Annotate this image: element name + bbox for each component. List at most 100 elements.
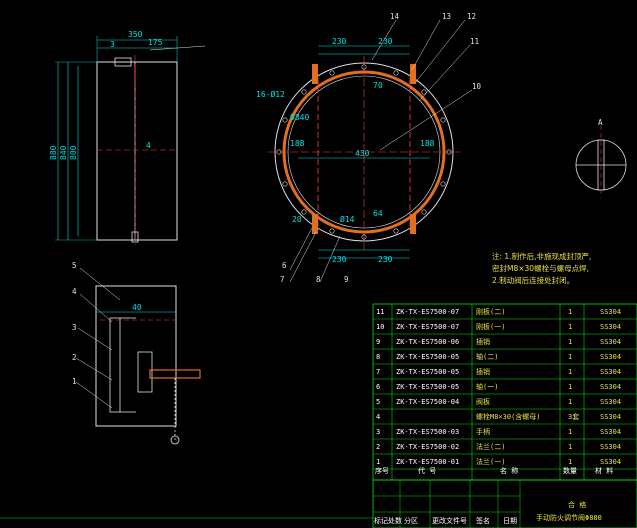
bom-cell-code: ZK-TX-ES7500-01 bbox=[396, 458, 459, 466]
circular-flange-view: 230 230 16-Ø12 Ø840 70 188 430 188 Ø14 6… bbox=[256, 12, 482, 284]
bom-header-name: 名 称 bbox=[500, 466, 518, 475]
bom-cell-code: ZK-TX-ES7500-06 bbox=[396, 338, 459, 346]
bom-cell-mat: SS304 bbox=[600, 428, 621, 436]
bom-header-code: 代 号 bbox=[418, 466, 436, 475]
dim-230-bottom-a: 230 bbox=[332, 255, 347, 264]
callout-detail-3: 3 bbox=[72, 323, 77, 332]
bom-cell-code: ZK-TX-ES7500-05 bbox=[396, 353, 459, 361]
bom-cell-code: ZK-TX-ES7500-05 bbox=[396, 368, 459, 376]
bom-cell-no: 3 bbox=[376, 428, 380, 436]
sign-mark: 标记处数 bbox=[374, 516, 402, 525]
bom-cell-no: 10 bbox=[376, 323, 384, 331]
bom-header-no: 序号 bbox=[375, 466, 389, 475]
dim-230-bottom-b: 230 bbox=[378, 255, 393, 264]
bom-cell-mat: SS304 bbox=[600, 398, 621, 406]
bom-cell-qty: 1 bbox=[568, 353, 572, 361]
bom-header-mat: 材 料 bbox=[595, 466, 613, 475]
dim-188-left: 188 bbox=[290, 139, 305, 148]
bom-cell-qty: 3套 bbox=[568, 412, 579, 421]
note-line-1: 注: 1.制作后,非施现成封顶严, bbox=[492, 251, 591, 261]
bom-cell-name: 插销 bbox=[476, 367, 490, 376]
callout-9: 9 bbox=[344, 275, 349, 284]
note-line-2: 密封M8×30螺栓与螺母点焊, bbox=[492, 263, 589, 273]
dim-holes-16-d12: 16-Ø12 bbox=[256, 89, 285, 99]
callout-13: 13 bbox=[442, 12, 451, 21]
dim-flange-3: 3 bbox=[110, 40, 115, 49]
dim-70: 70 bbox=[373, 81, 383, 90]
callout-14: 14 bbox=[390, 12, 400, 21]
note-line-3: 2.制动阀后连接处封闭。 bbox=[492, 275, 574, 285]
dim-height-840: 840 bbox=[59, 145, 68, 160]
bom-cell-qty: 1 bbox=[568, 308, 572, 316]
dim-half-175: 175 bbox=[148, 38, 163, 47]
bom-cell-qty: 1 bbox=[568, 398, 572, 406]
callout-10: 10 bbox=[472, 82, 482, 91]
bom-cell-qty: 1 bbox=[568, 428, 572, 436]
dim-64: 64 bbox=[373, 209, 383, 218]
dim-d14: Ø14 bbox=[340, 214, 355, 224]
dim-height-800: 800 bbox=[69, 145, 78, 160]
dim-width-350: 350 bbox=[128, 30, 143, 39]
bom-cell-name: 轴(一) bbox=[476, 382, 498, 391]
bom-cell-no: 2 bbox=[376, 443, 380, 451]
callout-detail-4: 4 bbox=[72, 287, 77, 296]
bom-cell-no: 11 bbox=[376, 308, 384, 316]
callout-8: 8 bbox=[316, 275, 321, 284]
bom-cell-no: 9 bbox=[376, 338, 380, 346]
dim-detail-40: 40 bbox=[132, 303, 142, 312]
bom-cell-code: ZK-TX-ES7500-07 bbox=[396, 323, 459, 331]
notes: 注: 1.制作后,非施现成封顶严, 密封M8×30螺栓与螺母点焊, 2.制动阀后… bbox=[492, 251, 591, 285]
sign-zone: 分区 bbox=[404, 516, 418, 525]
damper-body-side bbox=[96, 61, 178, 241]
bom-cell-name: 刚板(一) bbox=[476, 322, 505, 331]
callout-11: 11 bbox=[470, 37, 479, 46]
dim-230-top-b: 230 bbox=[378, 37, 393, 46]
bom-cell-name: 轴(二) bbox=[476, 352, 498, 361]
bom-cell-mat: SS304 bbox=[600, 338, 621, 346]
bom-cell-code: ZK-TX-ES7500-02 bbox=[396, 443, 459, 451]
dim-plate-4: 4 bbox=[146, 141, 151, 150]
dim-d840: Ø840 bbox=[290, 112, 309, 122]
bom-cell-no: 1 bbox=[376, 458, 380, 466]
bom-cell-qty: 1 bbox=[568, 368, 572, 376]
bom-cell-code: ZK-TX-ES7500-05 bbox=[396, 383, 459, 391]
callout-detail-1: 1 bbox=[72, 377, 77, 386]
bom-cell-mat: SS304 bbox=[600, 413, 621, 421]
bom-cell-mat: SS304 bbox=[600, 353, 621, 361]
sign-date: 日期 bbox=[503, 517, 517, 525]
title-drawing-name: 手动防火调节阀Φ880 bbox=[536, 513, 602, 522]
callout-detail-2: 2 bbox=[72, 353, 77, 362]
bom-cell-code: ZK-TX-ES7500-03 bbox=[396, 428, 459, 436]
sign-sign: 签名 bbox=[476, 516, 490, 525]
bom-cell-name: 法兰(一) bbox=[476, 457, 505, 466]
bom-cell-mat: SS304 bbox=[600, 368, 621, 376]
bom-cell-no: 4 bbox=[376, 413, 380, 421]
bom-cell-qty: 1 bbox=[568, 338, 572, 346]
bom-header-qty: 数量 bbox=[563, 466, 577, 475]
bom-cell-name: 刚板(二) bbox=[476, 307, 505, 316]
bom-cell-code: ZK-TX-ES7500-04 bbox=[396, 398, 459, 406]
bom-cell-no: 7 bbox=[376, 368, 380, 376]
bom-cell-name: 螺栓M8×30(含螺母) bbox=[476, 412, 541, 421]
section-a-view: A bbox=[575, 118, 627, 198]
bom-cell-mat: SS304 bbox=[600, 323, 621, 331]
dim-430: 430 bbox=[355, 149, 370, 158]
callout-detail-5: 5 bbox=[72, 261, 77, 270]
bom-cell-name: 插销 bbox=[476, 337, 490, 346]
bom-cell-mat: SS304 bbox=[600, 383, 621, 391]
section-a-label: A bbox=[598, 118, 603, 127]
bom-cell-mat: SS304 bbox=[600, 443, 621, 451]
callout-12: 12 bbox=[467, 12, 476, 21]
side-elevation: 350 3 175 880 840 800 4 bbox=[49, 30, 206, 245]
bom-cell-no: 8 bbox=[376, 353, 380, 361]
title-company: 合 格 bbox=[568, 500, 586, 509]
bom-cell-code: ZK-TX-ES7500-07 bbox=[396, 308, 459, 316]
bom-cell-name: 法兰(二) bbox=[476, 442, 505, 451]
bom-cell-mat: SS304 bbox=[600, 308, 621, 316]
detail-view: 40 5 4 3 2 1 bbox=[72, 261, 201, 445]
bom-cell-mat: SS304 bbox=[600, 458, 621, 466]
bom-cell-qty: 1 bbox=[568, 383, 572, 391]
sign-file: 更改文件号 bbox=[432, 516, 467, 525]
